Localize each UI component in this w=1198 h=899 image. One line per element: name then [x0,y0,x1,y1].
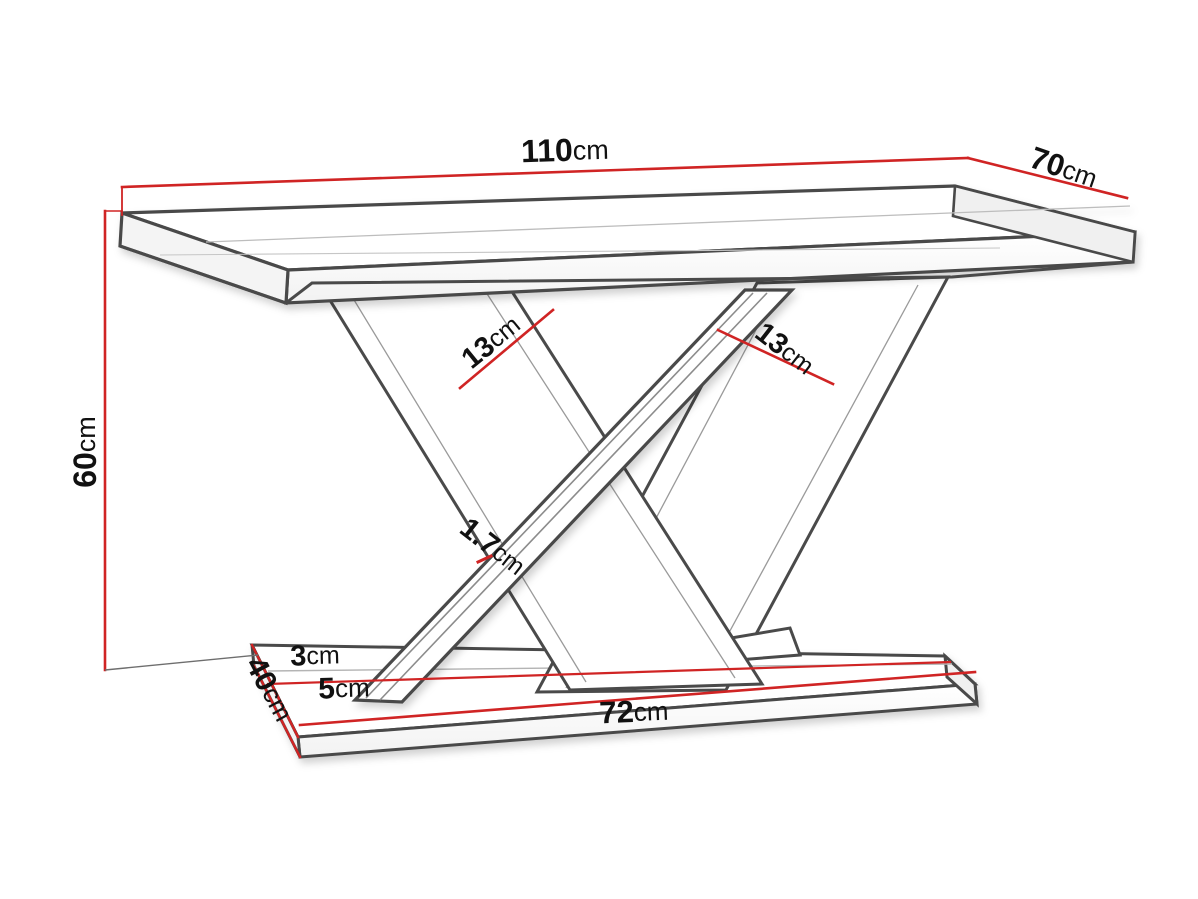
leader-line-height [104,654,259,671]
crossing-slab-thickness-line-a [365,292,754,699]
tabletop-underside-hairline-2 [159,247,1001,256]
x-leg-back-right-inner-edge-2 [699,284,919,687]
dimline-1.7cm [476,554,493,564]
dimension-lines [103,156,1129,759]
tabletop-underside [119,244,1134,305]
dimline-13cm-right [716,328,835,386]
label-110cm: 110cm [521,131,610,169]
dimline-5cm [266,660,952,686]
dimline-40cm [252,664,302,759]
dimline-13cm-left [458,308,555,390]
label-60cm: 60cm [67,416,103,488]
label-3cm: 3cm [290,639,340,672]
tabletop [118,184,1137,306]
dimline-110cm [120,156,970,189]
crossing-slab [351,288,796,704]
dimline-3cm [250,643,300,739]
crossing-slab-thickness-line-b [379,292,768,701]
label-70cm: 70cm [1025,140,1102,196]
tabletop-underside-hairline [205,205,1131,243]
label-5cm: 5cm [318,671,370,705]
label-72cm: 72cm [599,693,669,731]
dimline-72cm [298,670,977,727]
x-leg-front-left-inner-edge [347,289,587,683]
base-plate-right-face [943,652,979,708]
tabletop-underside-edge [119,244,1134,305]
dimline-70cm [966,156,1129,200]
